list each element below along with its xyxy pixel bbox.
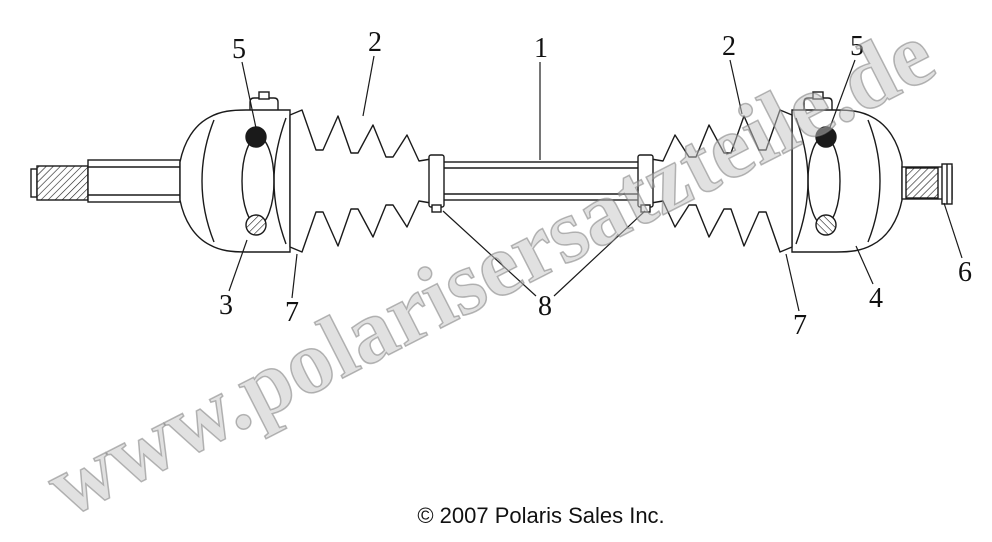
leader-7-left [291, 253, 298, 299]
callout-4: 4 [869, 283, 883, 314]
leader-5-right [828, 59, 856, 131]
callout-5-right: 5 [850, 31, 864, 62]
left-stub-shaft [30, 165, 89, 201]
left-inner-boot-clamp [428, 154, 445, 213]
left-grease-fitting [249, 97, 279, 110]
leader-7-right [785, 253, 800, 312]
right-bearing-ball [815, 126, 837, 148]
callout-5-left: 5 [232, 34, 246, 65]
callout-8: 8 [538, 291, 552, 322]
callout-7-left: 7 [285, 297, 299, 328]
right-stub-shaft [901, 163, 953, 205]
left-cv-boot [289, 109, 432, 253]
leader-3 [228, 239, 248, 292]
callout-2-right: 2 [722, 31, 736, 62]
leader-5-left [241, 61, 257, 129]
callout-2-left: 2 [368, 27, 382, 58]
leader-lines [228, 55, 963, 312]
right-grease-fitting [803, 97, 833, 110]
callout-6: 6 [958, 257, 972, 288]
leader-4 [855, 245, 874, 285]
left-cv-housing [179, 91, 291, 253]
callout-1: 1 [534, 33, 548, 64]
copyright-text: © 2007 Polaris Sales Inc. [417, 503, 665, 528]
left-fitting-cap [258, 91, 270, 100]
callout-3: 3 [219, 290, 233, 321]
right-fitting-cap [812, 91, 824, 100]
right-cv-boot [650, 109, 793, 253]
leader-6 [943, 202, 963, 259]
leader-8-left [442, 210, 537, 297]
leader-2-right [729, 59, 743, 115]
right-inner-boot-clamp [637, 154, 654, 213]
right-cv-housing [791, 91, 903, 253]
left-bearing-ball [245, 126, 267, 148]
leader-8-right [553, 210, 646, 297]
center-shaft [429, 161, 663, 201]
left-shaft-section [87, 159, 181, 203]
leader-2-left [362, 55, 375, 117]
callout-7-right: 7 [793, 310, 807, 341]
